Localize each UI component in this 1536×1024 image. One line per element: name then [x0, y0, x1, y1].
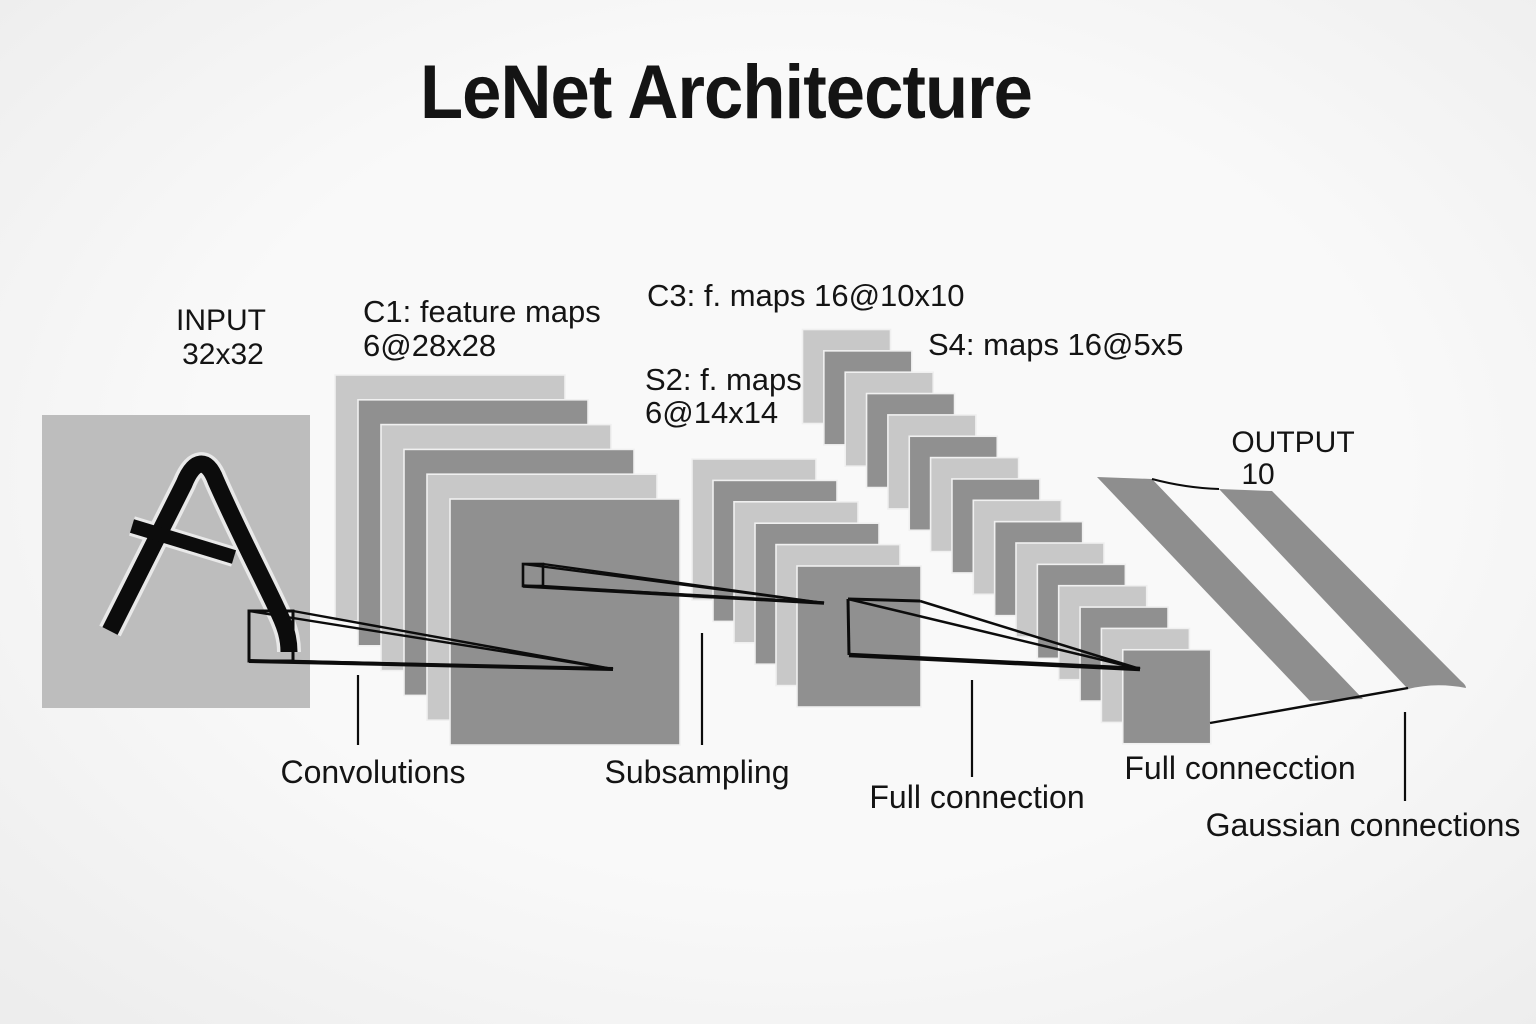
- input-image: [42, 415, 310, 708]
- fan-line: [919, 599, 1141, 671]
- s2-label-line2: 6@14x14: [645, 395, 778, 430]
- c1-label-line2: 6@28x28: [363, 328, 496, 363]
- output-band-2: [1219, 489, 1466, 689]
- fc2-op-label: Full connecction: [1124, 750, 1355, 786]
- fan-line: [248, 659, 614, 671]
- receptive-left-edge: [846, 598, 851, 656]
- s2-feature-map-stack: [691, 458, 922, 708]
- input-size-label: 32x32: [182, 338, 264, 371]
- pool1-fan: [522, 562, 825, 605]
- input-label: INPUT: [176, 304, 266, 337]
- fan-line: [292, 609, 614, 671]
- letter-a-crossbar: [129, 519, 237, 564]
- c1-label-line1: C1: feature maps: [363, 294, 601, 329]
- gaussian-op-label: Gaussian connections: [1206, 807, 1521, 843]
- fan-line: [847, 597, 1141, 671]
- conv1-receptive-field: [247, 609, 614, 671]
- conv1-op-label: Convolutions: [281, 754, 466, 790]
- receptive-top-edge: [847, 597, 921, 603]
- fc1-fan: [846, 597, 1141, 672]
- input-square: [42, 415, 310, 708]
- output-band-1: [1097, 477, 1363, 701]
- output-units-label: 10: [1241, 458, 1274, 491]
- feature-map: [1121, 648, 1212, 745]
- feature-map: [796, 565, 922, 708]
- fan-line: [542, 562, 825, 605]
- fan-line: [848, 652, 1141, 672]
- s2-label-line1: S2: f. maps: [645, 362, 802, 397]
- letter-a-stroke: [102, 455, 298, 653]
- fc2-connector-line: [1209, 686, 1409, 725]
- s4-label: S4: maps 16@5x5: [928, 327, 1184, 362]
- fan-line: [522, 584, 825, 605]
- figure-title: LeNet Architecture: [420, 50, 1032, 135]
- c1-feature-map-stack: [334, 374, 681, 746]
- label-ticks: [356, 633, 1407, 801]
- output-label: OUTPUT: [1231, 426, 1354, 459]
- fc1-op-label: Full connection: [869, 779, 1084, 815]
- fan-line: [248, 609, 614, 671]
- c3-s4-feature-map-stack: [801, 328, 1212, 745]
- feature-map: [449, 498, 681, 746]
- c3-label: C3: f. maps 16@10x10: [647, 278, 965, 313]
- pool1-op-label: Subsampling: [605, 754, 790, 790]
- output-layer-ribbon: [1097, 477, 1466, 725]
- output-top-connector-line: [1151, 478, 1220, 490]
